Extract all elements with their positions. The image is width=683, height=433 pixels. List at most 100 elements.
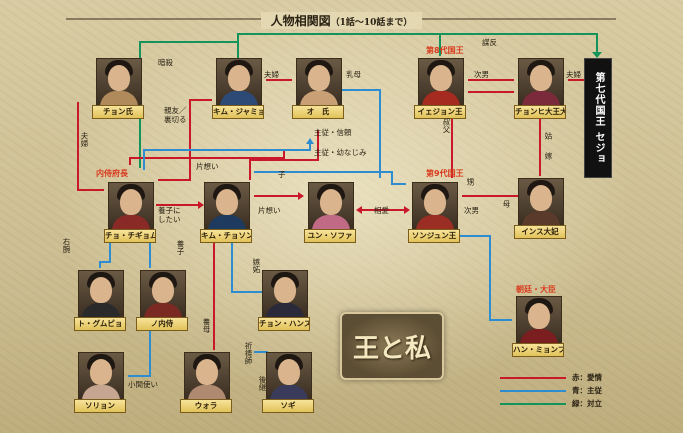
group-naeshi: 内侍府長 xyxy=(96,169,128,178)
card-do-gumpyo[interactable]: ト・グムピョ xyxy=(74,270,126,332)
name-sorion: ソリョン xyxy=(74,399,126,413)
portrait xyxy=(266,352,312,400)
label-kataomoi-cho: 片想い xyxy=(196,162,219,171)
label-shinyu-1: 親友／ xyxy=(164,106,187,115)
label-shuju-shinrai: 主従・信頼 xyxy=(314,128,352,137)
card-cho-chigyom[interactable]: チョ・チギョム xyxy=(104,182,156,244)
label-fufu-chon: 夫婦 xyxy=(80,132,89,147)
label-jinan-iejon: 次男 xyxy=(474,70,489,79)
card-chon[interactable]: チョン氏 xyxy=(92,58,144,120)
card-sonjon[interactable]: ソンジュン王 xyxy=(408,182,460,244)
label-jinan-sonjon: 次男 xyxy=(464,206,479,215)
name-yun-sofa: ユン・ソファ xyxy=(304,229,356,243)
portrait xyxy=(518,58,564,106)
portrait xyxy=(262,270,308,318)
label-yoshi-2: したい xyxy=(158,215,181,224)
card-kim-chosun[interactable]: キム・チョソン xyxy=(200,182,252,244)
card-no-naeshi[interactable]: ノ内侍 xyxy=(136,270,188,332)
name-sonjon: ソンジュン王 xyxy=(408,229,460,243)
line-shinyu xyxy=(158,99,212,181)
title-range: （1話～10話まで） xyxy=(330,18,413,28)
label-ansatsu: 暗殺 xyxy=(158,58,173,67)
legend-text-love: 赤：愛情 xyxy=(572,373,602,382)
king7-box[interactable]: 第七代国王 セジョ xyxy=(584,58,612,178)
portrait xyxy=(418,58,464,106)
name-chon: チョン氏 xyxy=(92,105,144,119)
group-king8: 第8代国王 xyxy=(426,46,464,55)
portrait xyxy=(518,178,564,226)
label-yoshi: 養子にしたい xyxy=(158,206,181,224)
label-fufu-kim-o: 夫婦 xyxy=(264,70,279,79)
legend-text-conflict: 緑：対立 xyxy=(572,399,602,408)
name-sogi: ソギ xyxy=(262,399,314,413)
line-fufu-chon-cho xyxy=(77,102,104,191)
label-uba: 乳母 xyxy=(346,70,361,79)
card-kim-jamiyon[interactable]: キム・ジャミョン xyxy=(212,58,264,120)
card-han-myonfe[interactable]: ハン・ミョンフェ xyxy=(512,296,564,358)
group-court: 朝廷・大臣 xyxy=(516,285,556,294)
legend-swatch-love xyxy=(500,377,566,379)
arrow-soai2 xyxy=(404,206,410,214)
card-sorion[interactable]: ソリョン xyxy=(74,352,126,414)
arrow-shuju-shinrai xyxy=(306,138,314,144)
label-oi: 甥 xyxy=(466,178,475,186)
portrait xyxy=(184,352,230,400)
label-shu: 姑 xyxy=(544,132,553,140)
legend-conflict: 緑：対立 xyxy=(500,398,620,409)
label-uwan: 右腕 xyxy=(62,238,71,253)
label-shinyu: 親友／裏切る xyxy=(164,106,187,124)
arrow-kataomoi-kim xyxy=(298,192,304,200)
portrait xyxy=(296,58,342,106)
line-conflict-muhon xyxy=(237,33,598,56)
legend-love: 赤：愛情 xyxy=(500,372,620,383)
legend-swatch-conflict xyxy=(500,403,566,405)
card-chon-hansu[interactable]: チョン・ハンス xyxy=(258,270,310,332)
card-o[interactable]: オ 氏 xyxy=(292,58,344,120)
line-kataomoi-cho xyxy=(129,150,285,165)
name-kim-jamiyon: キム・ジャミョン xyxy=(212,105,264,119)
label-yome: 嫁 xyxy=(544,152,553,160)
label-kokei: 後継 xyxy=(258,376,267,391)
line-shitto xyxy=(231,238,262,293)
label-kitoshi: 祈祷師 xyxy=(244,342,253,365)
line-shuju-osana xyxy=(254,171,406,185)
label-shufu: 叔父 xyxy=(442,118,451,133)
chart-title: 人物相関図（1話～10話まで） xyxy=(0,10,683,29)
label-komazukai: 小間使い xyxy=(128,380,158,389)
line-shuju-shinrai xyxy=(143,142,311,170)
card-yun-sofa[interactable]: ユン・ソファ xyxy=(304,182,356,244)
show-logo: 王と私 xyxy=(340,312,444,380)
card-wora[interactable]: ウォラ xyxy=(180,352,232,414)
label-ko: 子 xyxy=(278,170,286,179)
card-chonhi[interactable]: チョンヒ大王大妃 xyxy=(514,58,566,120)
portrait xyxy=(204,182,250,230)
name-kim-chosun: キム・チョソン xyxy=(200,229,252,243)
label-fufu-chonhi: 夫婦 xyxy=(566,70,581,79)
name-chon-hansu: チョン・ハンス xyxy=(258,317,310,331)
card-insu[interactable]: インス大妃 xyxy=(514,178,566,240)
portrait xyxy=(78,270,124,318)
legend-master: 青：主従 xyxy=(500,385,620,396)
label-shuju-osana: 主従・幼なじみ xyxy=(314,148,367,157)
portrait xyxy=(412,182,458,230)
label-soai: 相愛 xyxy=(374,206,389,215)
name-han-myonfe: ハン・ミョンフェ xyxy=(512,343,564,357)
label-yobo: 養母 xyxy=(202,318,211,333)
label-yoshi-1: 養子に xyxy=(158,206,181,215)
name-insu: インス大妃 xyxy=(514,225,566,239)
card-iejon[interactable]: イェジョン王 xyxy=(414,58,466,120)
line-komazukai xyxy=(128,326,151,377)
portrait xyxy=(96,58,142,106)
portrait xyxy=(308,182,354,230)
arrow-yoshi xyxy=(198,201,204,209)
logo-text: 王と私 xyxy=(352,334,431,364)
portrait xyxy=(108,182,154,230)
name-chonhi: チョンヒ大王大妃 xyxy=(514,105,566,119)
card-sogi[interactable]: ソギ xyxy=(262,352,314,414)
label-shitto: 嫉妬 xyxy=(252,258,261,273)
label-yoshi2: 養子 xyxy=(176,240,185,255)
name-do-gumpyo: ト・グムピョ xyxy=(74,317,126,331)
label-muhon: 謀反 xyxy=(482,38,497,47)
legend: 赤：愛情 青：主従 緑：対立 xyxy=(500,372,620,422)
